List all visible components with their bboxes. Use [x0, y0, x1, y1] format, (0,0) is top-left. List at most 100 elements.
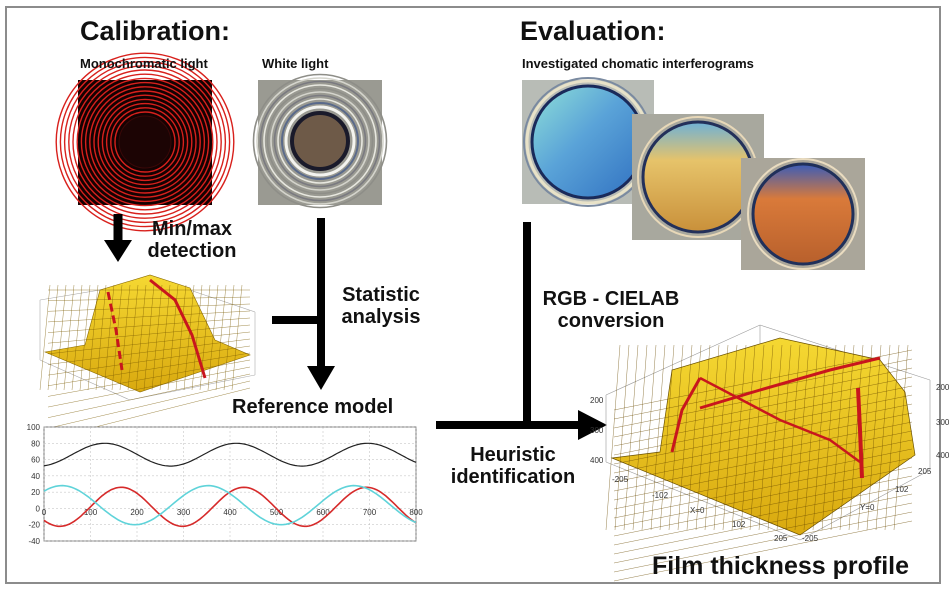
reference-model-label: Reference model	[232, 396, 394, 418]
mesh-line	[47, 296, 251, 301]
mesh-line	[785, 344, 801, 531]
film-thickness-surface-plot	[605, 324, 931, 582]
y-tick-label: 20	[31, 488, 40, 497]
heuristic-identification-label: Heuristic identification	[450, 444, 576, 488]
mesh-line	[199, 284, 211, 391]
bl-tick-2: X=0	[690, 506, 705, 515]
fringe-ring	[80, 77, 210, 207]
mesh-line	[731, 344, 747, 531]
bl-tick-0: -205	[612, 475, 629, 484]
y-tick-label: 80	[31, 439, 40, 448]
mesh-line	[695, 344, 711, 531]
mesh-line	[47, 303, 251, 312]
bl-tick-1: -102	[652, 491, 669, 500]
mesh-line	[641, 344, 657, 531]
mesh-line	[740, 344, 756, 531]
mesh-line	[47, 310, 251, 323]
film-thickness-title: Film thickness profile	[652, 552, 910, 580]
fringe-ring	[105, 102, 185, 182]
mesh-line	[47, 373, 251, 418]
mesh-line	[767, 344, 783, 531]
chromatic-interferogram-3	[741, 158, 865, 270]
right-tick-0: 200	[936, 383, 949, 392]
x-tick-label: 500	[270, 508, 284, 517]
x-tick-label: 100	[84, 508, 98, 517]
mesh-line	[47, 345, 251, 376]
fringe-ring	[110, 107, 180, 177]
mesh-line	[884, 344, 900, 531]
mesh-line	[47, 338, 251, 365]
mesh-line	[613, 502, 913, 564]
mesh-line	[111, 284, 123, 391]
fringe-ring	[114, 111, 176, 173]
mesh-line	[686, 344, 702, 531]
calibration-heading: Calibration:	[80, 16, 231, 46]
flow-arrows	[104, 214, 607, 440]
mesh-line	[613, 394, 913, 456]
x-tick-label: 0	[42, 508, 47, 517]
y-tick-label: 60	[31, 456, 40, 465]
left-tick-0: 200	[590, 396, 604, 405]
mesh-line	[613, 349, 913, 411]
mesh-line	[613, 475, 913, 537]
br-tick-3: 205	[918, 467, 932, 476]
fringe-ring	[101, 98, 189, 186]
mesh-line	[650, 344, 666, 531]
fringe-ring	[263, 84, 377, 198]
mesh-line	[47, 324, 251, 344]
fringe-ring	[59, 56, 231, 228]
x-tick-label: 800	[409, 508, 423, 517]
mesh-line	[613, 484, 913, 546]
interferograms-label: Investigated chomatic interferograms	[522, 56, 754, 71]
mesh-line	[87, 284, 99, 391]
fringe-ring	[273, 94, 367, 188]
mesh-line	[191, 284, 203, 391]
mesh-line	[776, 344, 792, 531]
mesh-line	[893, 344, 909, 531]
mesh-line	[151, 284, 163, 391]
evaluation-heading: Evaluation:	[520, 16, 666, 46]
fringe-ring	[259, 80, 381, 202]
mesh-line	[103, 284, 115, 391]
mesh-line	[47, 359, 251, 397]
br-tick-0: -205	[802, 534, 819, 543]
bl-tick-4: 205	[774, 534, 788, 543]
minmax-surface-plot	[39, 274, 256, 440]
x-tick-label: 600	[316, 508, 330, 517]
right-tick-1: 300	[936, 418, 949, 427]
fringe-ring	[256, 77, 384, 205]
statistic-analysis-label: Statistic analysis	[341, 284, 421, 328]
mesh-line	[614, 344, 630, 531]
mesh-line	[47, 380, 251, 429]
mesh-line	[803, 344, 819, 531]
bl-tick-3: 102	[732, 520, 746, 529]
fringe-ring	[93, 90, 197, 194]
mesh-line	[632, 344, 648, 531]
mesh-line	[758, 344, 774, 531]
mesh-line	[613, 421, 913, 483]
mesh-line	[613, 367, 913, 429]
fringe-ring	[76, 73, 214, 211]
monochromatic-fringe-image	[55, 52, 235, 232]
mesh-line	[812, 344, 828, 531]
mesh-line	[143, 284, 155, 391]
fringe-ring	[84, 81, 206, 203]
mesh-line	[613, 385, 913, 447]
mesh-line	[47, 284, 59, 391]
mesh-line	[848, 344, 864, 531]
white-light-fringe-image	[252, 73, 388, 209]
right-tick-2: 400	[936, 451, 949, 460]
fringe-ring	[55, 52, 235, 232]
mesh-line	[605, 344, 621, 531]
fringe-ring	[270, 91, 370, 191]
left-tick-2: 400	[590, 456, 604, 465]
mesh-line	[47, 317, 251, 333]
mesh-line	[223, 284, 235, 391]
mesh-line	[95, 284, 107, 391]
mesh-line	[159, 284, 171, 391]
y-tick-label: -40	[28, 537, 40, 546]
mesh-line	[613, 511, 913, 573]
x-tick-label: 200	[130, 508, 144, 517]
mesh-line	[613, 493, 913, 555]
